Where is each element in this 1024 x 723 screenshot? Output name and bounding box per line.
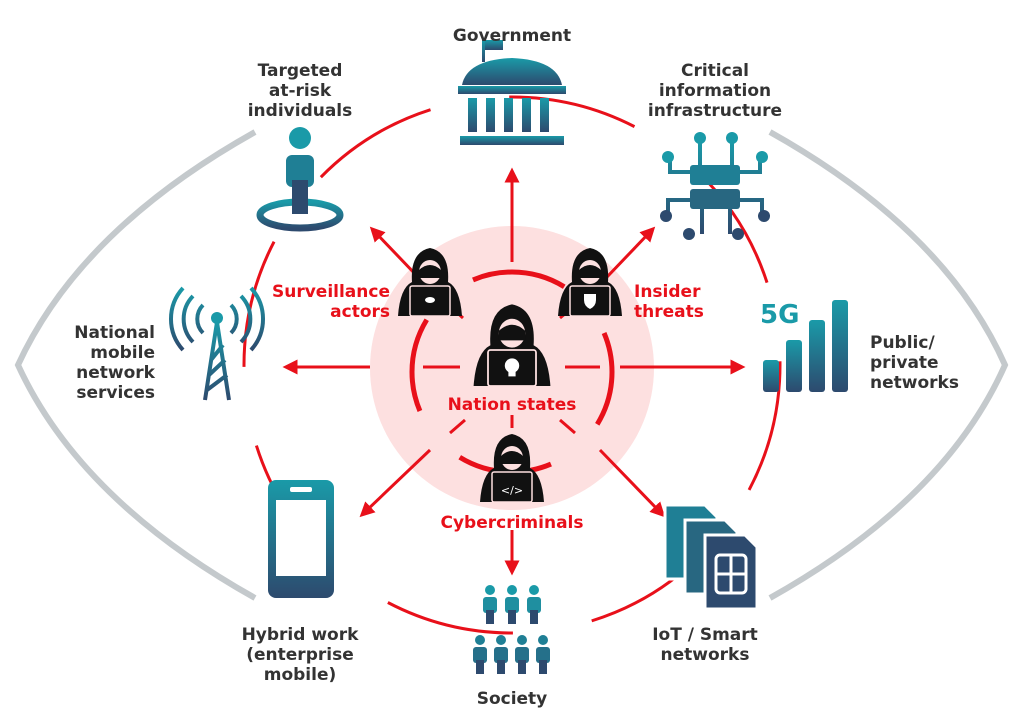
label-public: Public/ bbox=[870, 333, 935, 353]
label-mobile: services bbox=[76, 383, 155, 403]
label-targeted: Targeted bbox=[258, 61, 343, 81]
person-figure bbox=[483, 585, 497, 624]
smartphone-icon bbox=[268, 480, 334, 598]
label-iot: networks bbox=[661, 645, 750, 665]
label-public: private bbox=[870, 353, 939, 373]
label-iot: IoT / Smart bbox=[652, 625, 758, 645]
hacker-code-icon bbox=[480, 434, 544, 503]
5g-signal-icon: 5G bbox=[760, 300, 848, 392]
government-building-icon bbox=[458, 40, 566, 145]
label-critical: information bbox=[659, 81, 771, 101]
label-public: networks bbox=[870, 373, 959, 393]
label-targeted: at-risk bbox=[269, 81, 332, 101]
person-figure bbox=[527, 585, 541, 624]
label-hybrid: (enterprise bbox=[246, 645, 353, 665]
hacker-code-glyph: </> bbox=[501, 484, 523, 497]
label-critical: Critical bbox=[681, 61, 749, 81]
label-insider: Insider bbox=[634, 282, 701, 302]
label-hybrid: mobile) bbox=[264, 665, 337, 685]
outer-ring bbox=[242, 95, 782, 635]
sim-cards-icon bbox=[663, 503, 759, 611]
5g-badge: 5G bbox=[760, 300, 799, 330]
label-mobile: mobile bbox=[90, 343, 155, 363]
arrow-down-right bbox=[598, 448, 666, 518]
label-mobile: network bbox=[76, 363, 156, 383]
arrow-down-left bbox=[359, 448, 432, 518]
spoke bbox=[559, 418, 576, 435]
label-surveillance: Surveillance bbox=[272, 282, 390, 302]
spoke bbox=[449, 418, 466, 435]
cell-tower-icon bbox=[169, 286, 265, 401]
person-figure bbox=[473, 635, 487, 674]
person-figure bbox=[505, 585, 519, 624]
label-mobile: National bbox=[74, 323, 155, 343]
person-figure bbox=[536, 635, 550, 674]
people-group-icon bbox=[473, 585, 550, 674]
label-hybrid: Hybrid work bbox=[242, 625, 360, 645]
label-surveillance: actors bbox=[330, 302, 390, 322]
label-critical: infrastructure bbox=[648, 101, 782, 121]
label-cyber: Cybercriminals bbox=[441, 513, 584, 533]
person-figure bbox=[515, 635, 529, 674]
label-society: Society bbox=[477, 689, 548, 709]
hacker-shield-icon bbox=[558, 248, 622, 317]
person-figure bbox=[494, 635, 508, 674]
lens-left-arc bbox=[14, 129, 257, 601]
server-circuit-icon bbox=[660, 132, 770, 240]
lens-right-arc bbox=[768, 129, 1009, 601]
label-government: Government bbox=[453, 26, 571, 46]
label-targeted: individuals bbox=[248, 101, 353, 121]
hacker-skull-icon bbox=[473, 304, 551, 387]
hacker-laptop-icon bbox=[398, 248, 462, 317]
label-insider: threats bbox=[634, 302, 704, 322]
person-target-icon bbox=[256, 127, 344, 232]
label-nation: Nation states bbox=[448, 395, 577, 415]
